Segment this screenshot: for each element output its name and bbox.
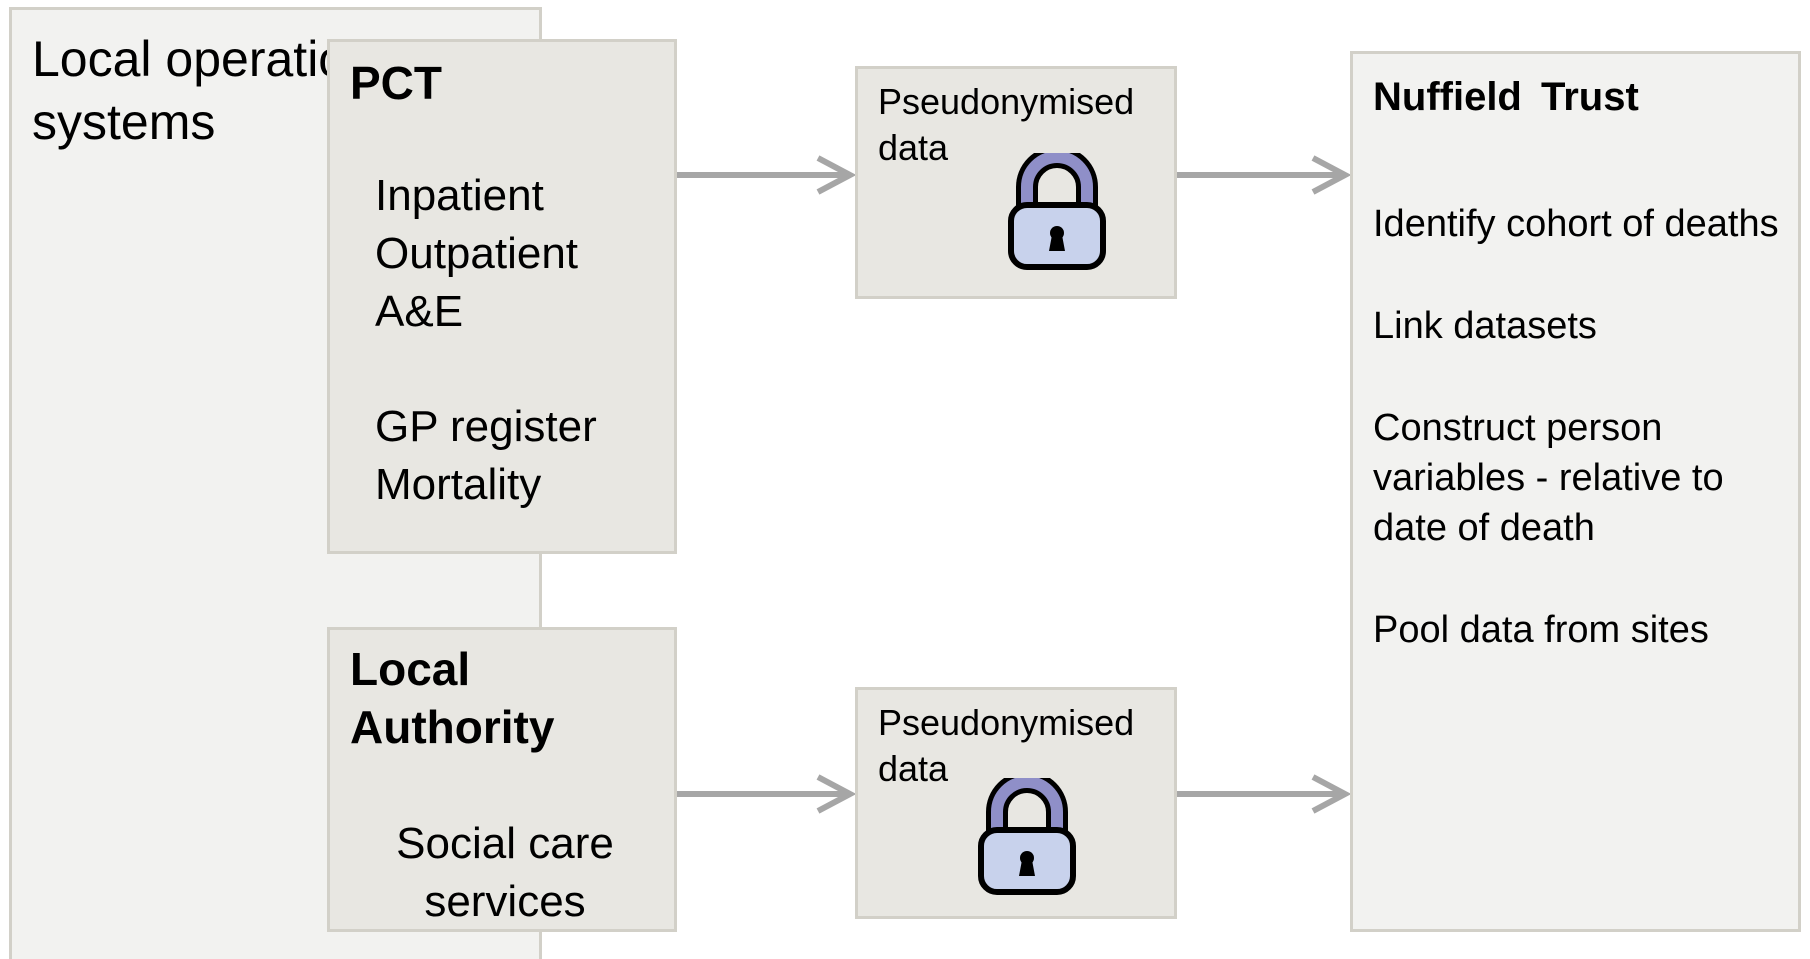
- process-step: Pool data from sites: [1373, 609, 1709, 651]
- lock-icon: [978, 778, 1076, 895]
- pct-box: PCT Inpatient Outpatient A&E GP register…: [327, 39, 677, 554]
- process-step: Construct person variables - relative to…: [1373, 407, 1724, 549]
- arrow-pct-to-pseudo1: [677, 155, 857, 195]
- nuffield-process-steps: Identify cohort of deaths Link datasets …: [1373, 199, 1793, 707]
- pct-title: PCT: [350, 57, 442, 109]
- nuffield-trust-title: Nuffield Trust: [1373, 75, 1639, 119]
- arrow-pseudo1-to-nuffield: [1177, 155, 1352, 195]
- social-care-item: Social care services: [396, 819, 614, 926]
- process-step: Identify cohort of deaths: [1373, 203, 1779, 245]
- dataset-item: A&E: [375, 287, 464, 336]
- dataset-item: Outpatient: [375, 229, 579, 278]
- pseudonymised-data-label: Pseudonymised data: [878, 81, 1135, 168]
- lock-icon: [1008, 153, 1106, 270]
- pct-dataset-list: Inpatient Outpatient A&E GP register Mor…: [375, 167, 597, 514]
- pseudonymised-data-box-top: Pseudonymised data: [855, 66, 1177, 299]
- arrow-la-to-pseudo2: [677, 774, 857, 814]
- arrow-pseudo2-to-nuffield: [1177, 774, 1352, 814]
- dataset-item: Inpatient: [375, 171, 544, 220]
- local-authority-box: Local Authority Social care services: [327, 627, 677, 932]
- nuffield-trust-box: Nuffield Trust Identify cohort of deaths…: [1350, 51, 1801, 932]
- pseudonymised-data-box-bottom: Pseudonymised data: [855, 687, 1177, 919]
- process-step: Link datasets: [1373, 305, 1597, 347]
- local-authority-title: Local Authority: [350, 643, 555, 753]
- dataset-item: Mortality: [375, 460, 542, 509]
- pseudonymised-data-label: Pseudonymised data: [878, 702, 1135, 789]
- dataset-item: GP register: [375, 402, 597, 451]
